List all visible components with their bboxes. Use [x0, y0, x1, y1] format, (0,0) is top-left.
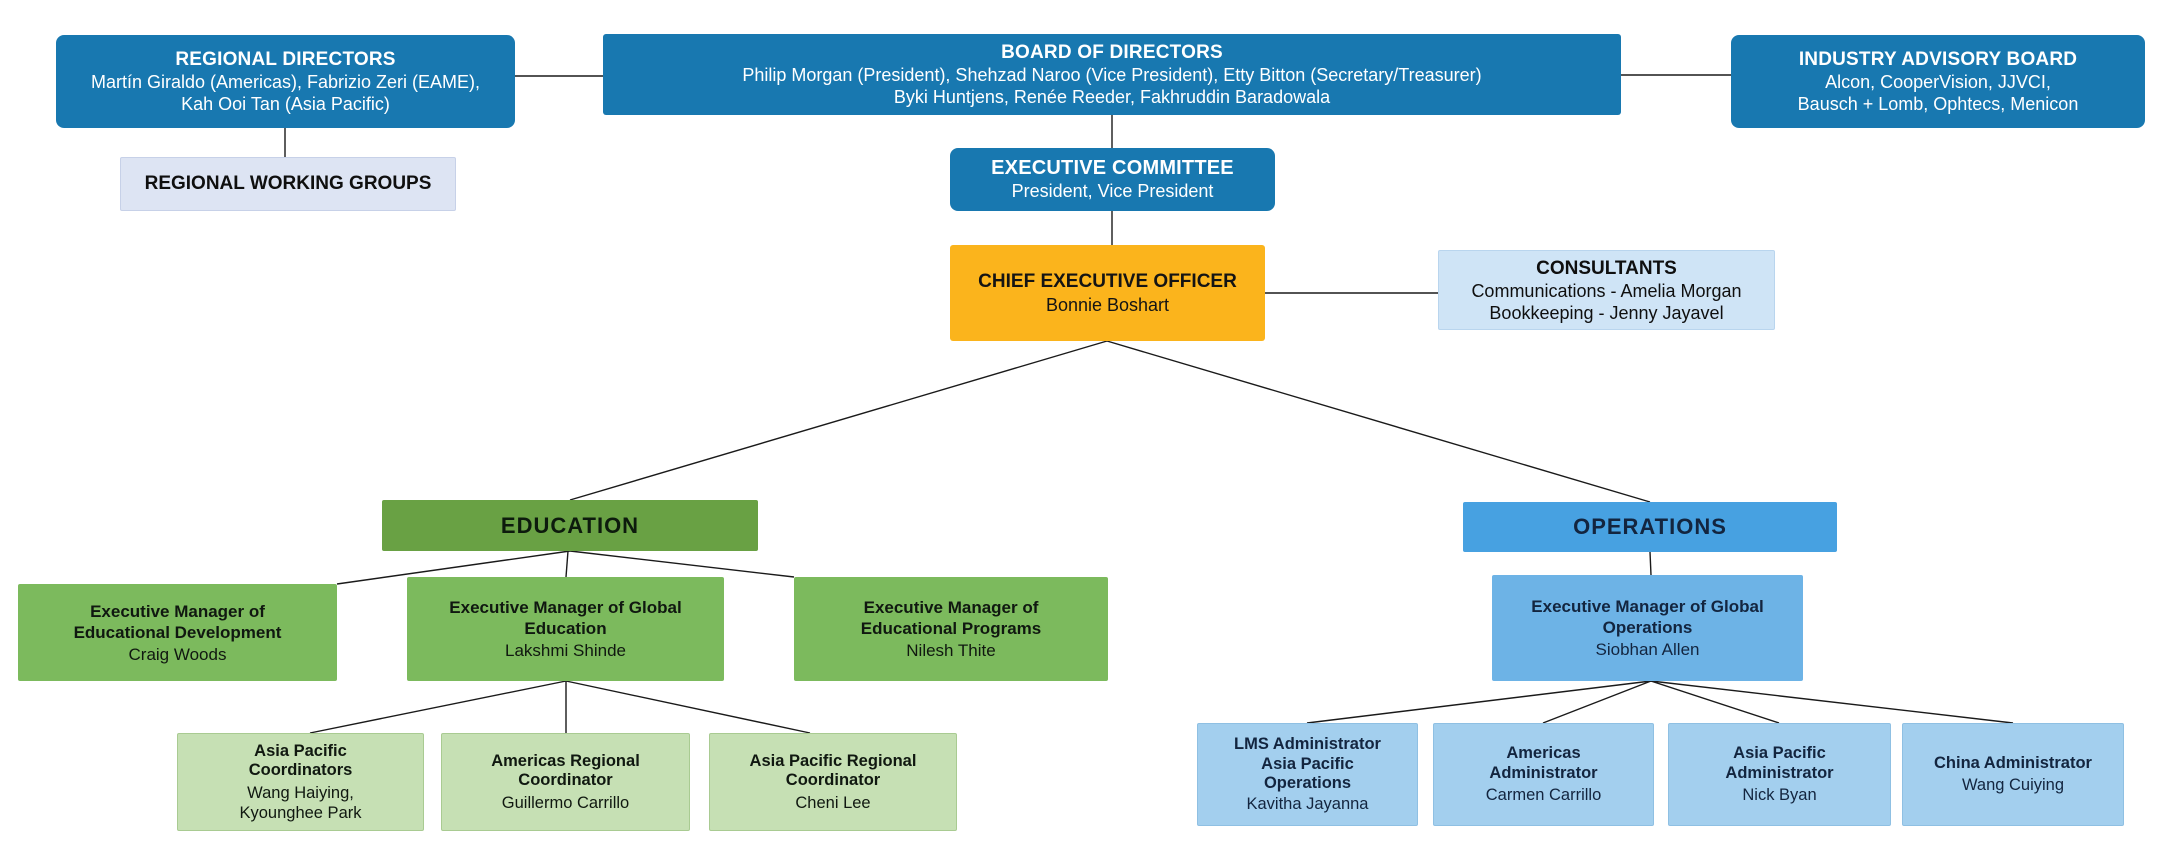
node-title: EDUCATION — [500, 512, 640, 538]
node-members: President, Vice President — [1011, 181, 1214, 201]
node-person: Wang Cuiying — [1961, 776, 2065, 795]
node-regional-directors: REGIONAL DIRECTORS Martín Giraldo (Ameri… — [56, 35, 515, 128]
node-title: CHIEF EXECUTIVE OFFICER — [978, 271, 1237, 292]
node-title: BOARD OF DIRECTORS — [1001, 42, 1223, 63]
node-title: Executive Manager of Educational Develop… — [73, 601, 282, 642]
node-executive-committee: EXECUTIVE COMMITTEE President, Vice Pres… — [950, 148, 1275, 211]
node-members: Alcon, CooperVision, JJVCI, Bausch + Lom… — [1797, 72, 2079, 114]
node-education-division: EDUCATION — [382, 500, 758, 551]
node-title: EXECUTIVE COMMITTEE — [991, 157, 1234, 179]
node-person: Siobhan Allen — [1595, 640, 1700, 659]
node-title: Executive Manager of Educational Program… — [860, 598, 1042, 638]
connector — [569, 550, 795, 578]
node-person: Guillermo Carrillo — [501, 793, 630, 812]
connector — [336, 550, 571, 585]
node-person: Cheni Lee — [795, 793, 871, 812]
node-exec-manager-global-education: Executive Manager of Global Education La… — [407, 577, 724, 681]
node-title: CONSULTANTS — [1536, 257, 1677, 279]
connector — [1106, 340, 1651, 503]
node-person: Craig Woods — [128, 644, 227, 664]
connector — [1542, 680, 1652, 724]
node-industry-advisory-board: INDUSTRY ADVISORY BOARD Alcon, CooperVis… — [1731, 35, 2145, 128]
node-title: Americas Regional Coordinator — [491, 751, 640, 790]
node-title: Asia Pacific Coordinators — [248, 741, 353, 780]
node-board-of-directors: BOARD OF DIRECTORS Philip Morgan (Presid… — [603, 34, 1621, 115]
node-title: Executive Manager of Global Operations — [1531, 597, 1764, 637]
node-title: REGIONAL DIRECTORS — [175, 49, 396, 70]
node-americas-regional-coordinator: Americas Regional Coordinator Guillermo … — [441, 733, 690, 831]
connector — [1650, 680, 1780, 724]
node-exec-manager-educational-programs: Executive Manager of Educational Program… — [794, 577, 1108, 681]
node-person: Bonnie Boshart — [1045, 295, 1170, 315]
node-chief-executive-officer: CHIEF EXECUTIVE OFFICER Bonnie Boshart — [950, 245, 1265, 341]
node-members: Philip Morgan (President), Shehzad Naroo… — [742, 65, 1482, 107]
connector — [1650, 680, 2014, 724]
connector — [1306, 680, 1652, 724]
node-members: Communications - Amelia Morgan Bookkeepi… — [1471, 280, 1742, 323]
node-asia-pacific-administrator: Asia Pacific Administrator Nick Byan — [1668, 723, 1891, 826]
node-title: Executive Manager of Global Education — [449, 598, 682, 638]
node-title: Asia Pacific Regional Coordinator — [749, 751, 917, 790]
node-person: Wang Haiying, Kyounghee Park — [239, 783, 362, 822]
connector — [565, 680, 811, 734]
node-asia-pacific-coordinators: Asia Pacific Coordinators Wang Haiying, … — [177, 733, 424, 831]
node-title: Americas Administrator — [1489, 744, 1598, 782]
node-person: Nilesh Thite — [906, 641, 996, 660]
node-title: INDUSTRY ADVISORY BOARD — [1798, 49, 2078, 70]
node-exec-manager-educational-development: Executive Manager of Educational Develop… — [18, 584, 337, 681]
node-person: Kavitha Jayanna — [1246, 794, 1369, 813]
node-person: Carmen Carrillo — [1485, 786, 1602, 804]
node-china-administrator: China Administrator Wang Cuiying — [1902, 723, 2124, 826]
node-regional-working-groups: REGIONAL WORKING GROUPS — [120, 157, 456, 211]
node-title: LMS Administrator Asia Pacific Operation… — [1234, 735, 1381, 793]
node-exec-manager-global-operations: Executive Manager of Global Operations S… — [1492, 575, 1803, 681]
connector — [565, 550, 569, 578]
node-person: Nick Byan — [1742, 786, 1817, 804]
node-title: REGIONAL WORKING GROUPS — [144, 173, 432, 194]
node-consultants: CONSULTANTS Communications - Amelia Morg… — [1438, 250, 1775, 330]
connector — [569, 340, 1108, 501]
node-title: OPERATIONS — [1573, 514, 1727, 539]
node-members: Martín Giraldo (Americas), Fabrizio Zeri… — [90, 72, 481, 114]
node-operations-division: OPERATIONS — [1463, 502, 1837, 552]
connector — [309, 680, 567, 734]
node-person: Lakshmi Shinde — [505, 641, 626, 660]
node-asia-pacific-regional-coordinator: Asia Pacific Regional Coordinator Cheni … — [709, 733, 957, 831]
node-lms-administrator: LMS Administrator Asia Pacific Operation… — [1197, 723, 1418, 826]
node-americas-administrator: Americas Administrator Carmen Carrillo — [1433, 723, 1654, 826]
node-title: Asia Pacific Administrator — [1725, 744, 1834, 782]
connector — [1649, 551, 1652, 576]
node-title: China Administrator — [1934, 753, 2092, 772]
